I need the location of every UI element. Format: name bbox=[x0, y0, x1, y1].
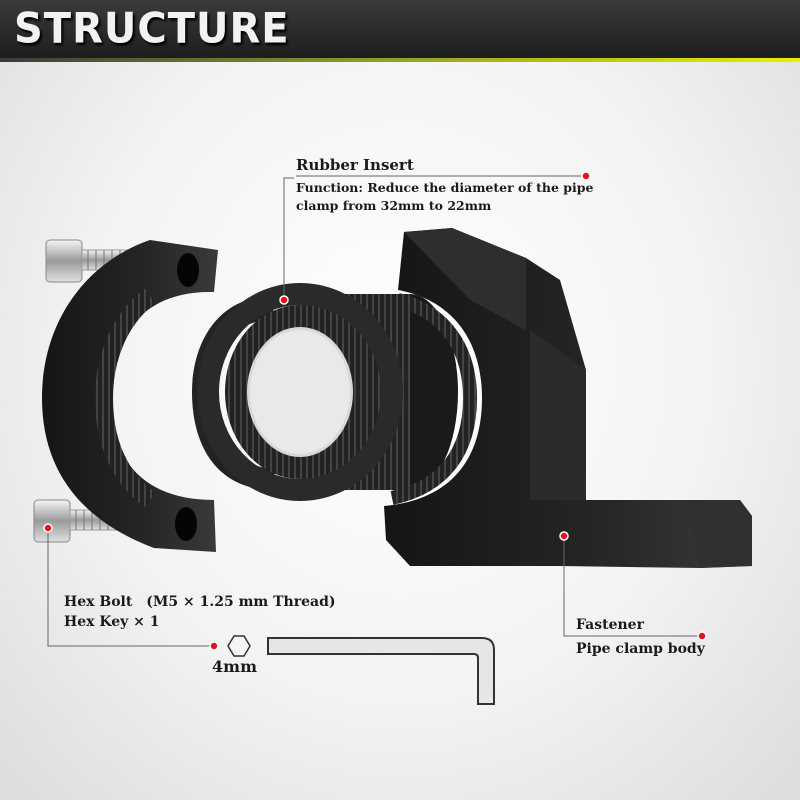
fastener-part bbox=[42, 240, 218, 552]
hex-key-size-label: 4mm bbox=[212, 657, 257, 676]
page-title: STRUCTURE bbox=[14, 4, 290, 54]
pipe-clamp-body-label: Pipe clamp body bbox=[576, 641, 705, 657]
pipe-clamp-body-part bbox=[384, 228, 752, 568]
leader-lines bbox=[47, 175, 702, 647]
fastener-label: Fastener bbox=[576, 617, 644, 633]
hex-key-label: Hex Key × 1 bbox=[64, 614, 160, 630]
rubber-insert-part bbox=[192, 283, 458, 501]
hex-key-part bbox=[227, 635, 495, 705]
hex-socket-icon bbox=[227, 635, 251, 657]
header-bar: STRUCTURE bbox=[0, 0, 800, 62]
header-accent-line bbox=[0, 58, 800, 62]
hex-bolt-label: Hex Bolt (M5 × 1.25 mm Thread) bbox=[64, 594, 336, 610]
marker-dots bbox=[43, 171, 707, 651]
rubber-insert-function-line2: clamp from 32mm to 22mm bbox=[296, 198, 492, 213]
rubber-insert-label: Rubber Insert bbox=[296, 156, 414, 174]
rubber-insert-function-line1: Function: Reduce the diameter of the pip… bbox=[296, 180, 594, 195]
